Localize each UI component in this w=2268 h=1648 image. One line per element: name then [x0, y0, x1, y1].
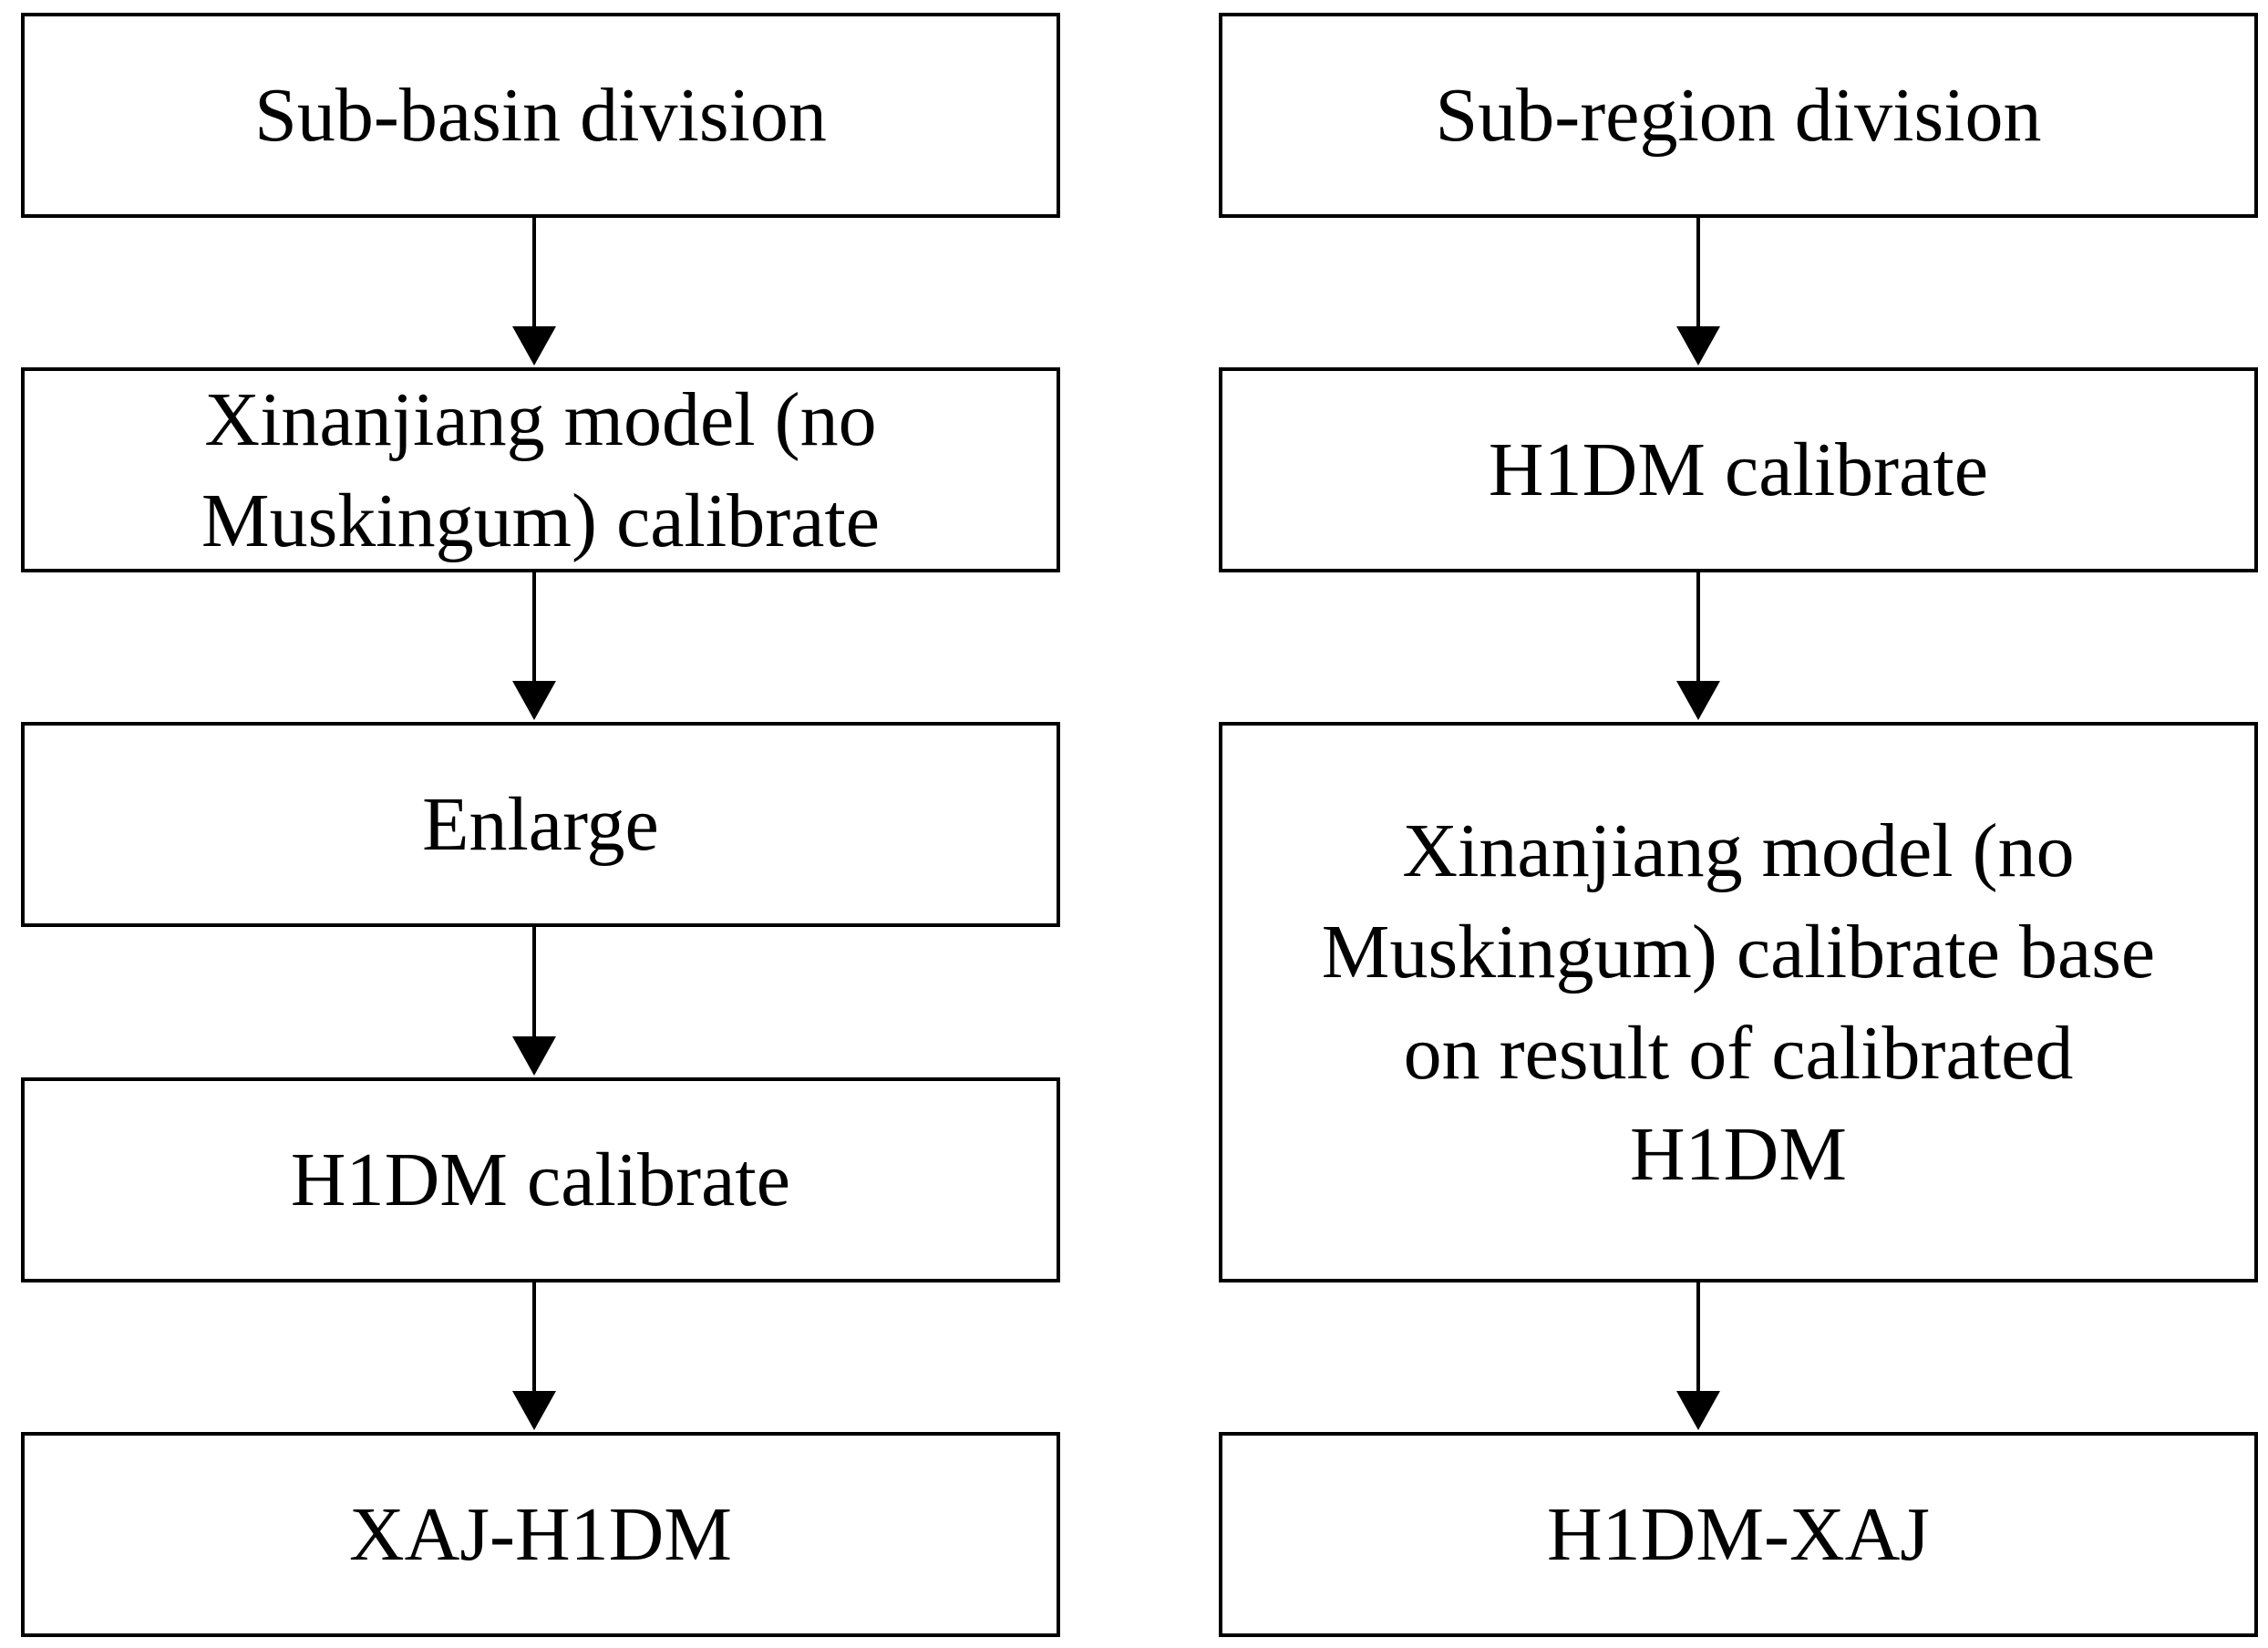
right-step-3-label: Xinanjiang model (no Muskingum) calibrat… [1321, 808, 2156, 1197]
right-step-h1dm-xaj: H1DM-XAJ [1219, 1432, 2258, 1637]
right-step-4-label: H1DM-XAJ [1547, 1492, 1930, 1577]
right-step-sub-region-division: Sub-region division [1219, 13, 2258, 218]
left-arrow-4-head [512, 1391, 556, 1430]
left-step-2-label: Xinanjiang model (no Muskingum) calibrat… [201, 376, 881, 563]
left-step-1-label: Sub-basin division [254, 73, 827, 158]
right-arrow-2-head [1676, 681, 1720, 720]
right-step-2-label: H1DM calibrate [1488, 427, 1989, 512]
right-arrow-1-head [1676, 326, 1720, 366]
right-step-1-label: Sub-region division [1435, 73, 2042, 158]
left-step-xaj-h1dm: XAJ-H1DM [21, 1432, 1060, 1637]
left-step-enlarge: Enlarge [21, 722, 1060, 927]
left-step-xinanjiang-calibrate: Xinanjiang model (no Muskingum) calibrat… [21, 367, 1060, 572]
right-arrow-3-head [1676, 1391, 1720, 1430]
left-step-4-label: H1DM calibrate [290, 1138, 791, 1222]
left-step-3-label: Enlarge [422, 782, 659, 867]
left-arrow-2-head [512, 681, 556, 720]
left-arrow-1-head [512, 326, 556, 366]
right-step-xinanjiang-calibrate-base: Xinanjiang model (no Muskingum) calibrat… [1219, 722, 2258, 1282]
left-step-h1dm-calibrate: H1DM calibrate [21, 1077, 1060, 1282]
left-step-sub-basin-division: Sub-basin division [21, 13, 1060, 218]
right-step-h1dm-calibrate: H1DM calibrate [1219, 367, 2258, 572]
left-arrow-3-head [512, 1036, 556, 1076]
left-step-5-label: XAJ-H1DM [349, 1492, 732, 1577]
